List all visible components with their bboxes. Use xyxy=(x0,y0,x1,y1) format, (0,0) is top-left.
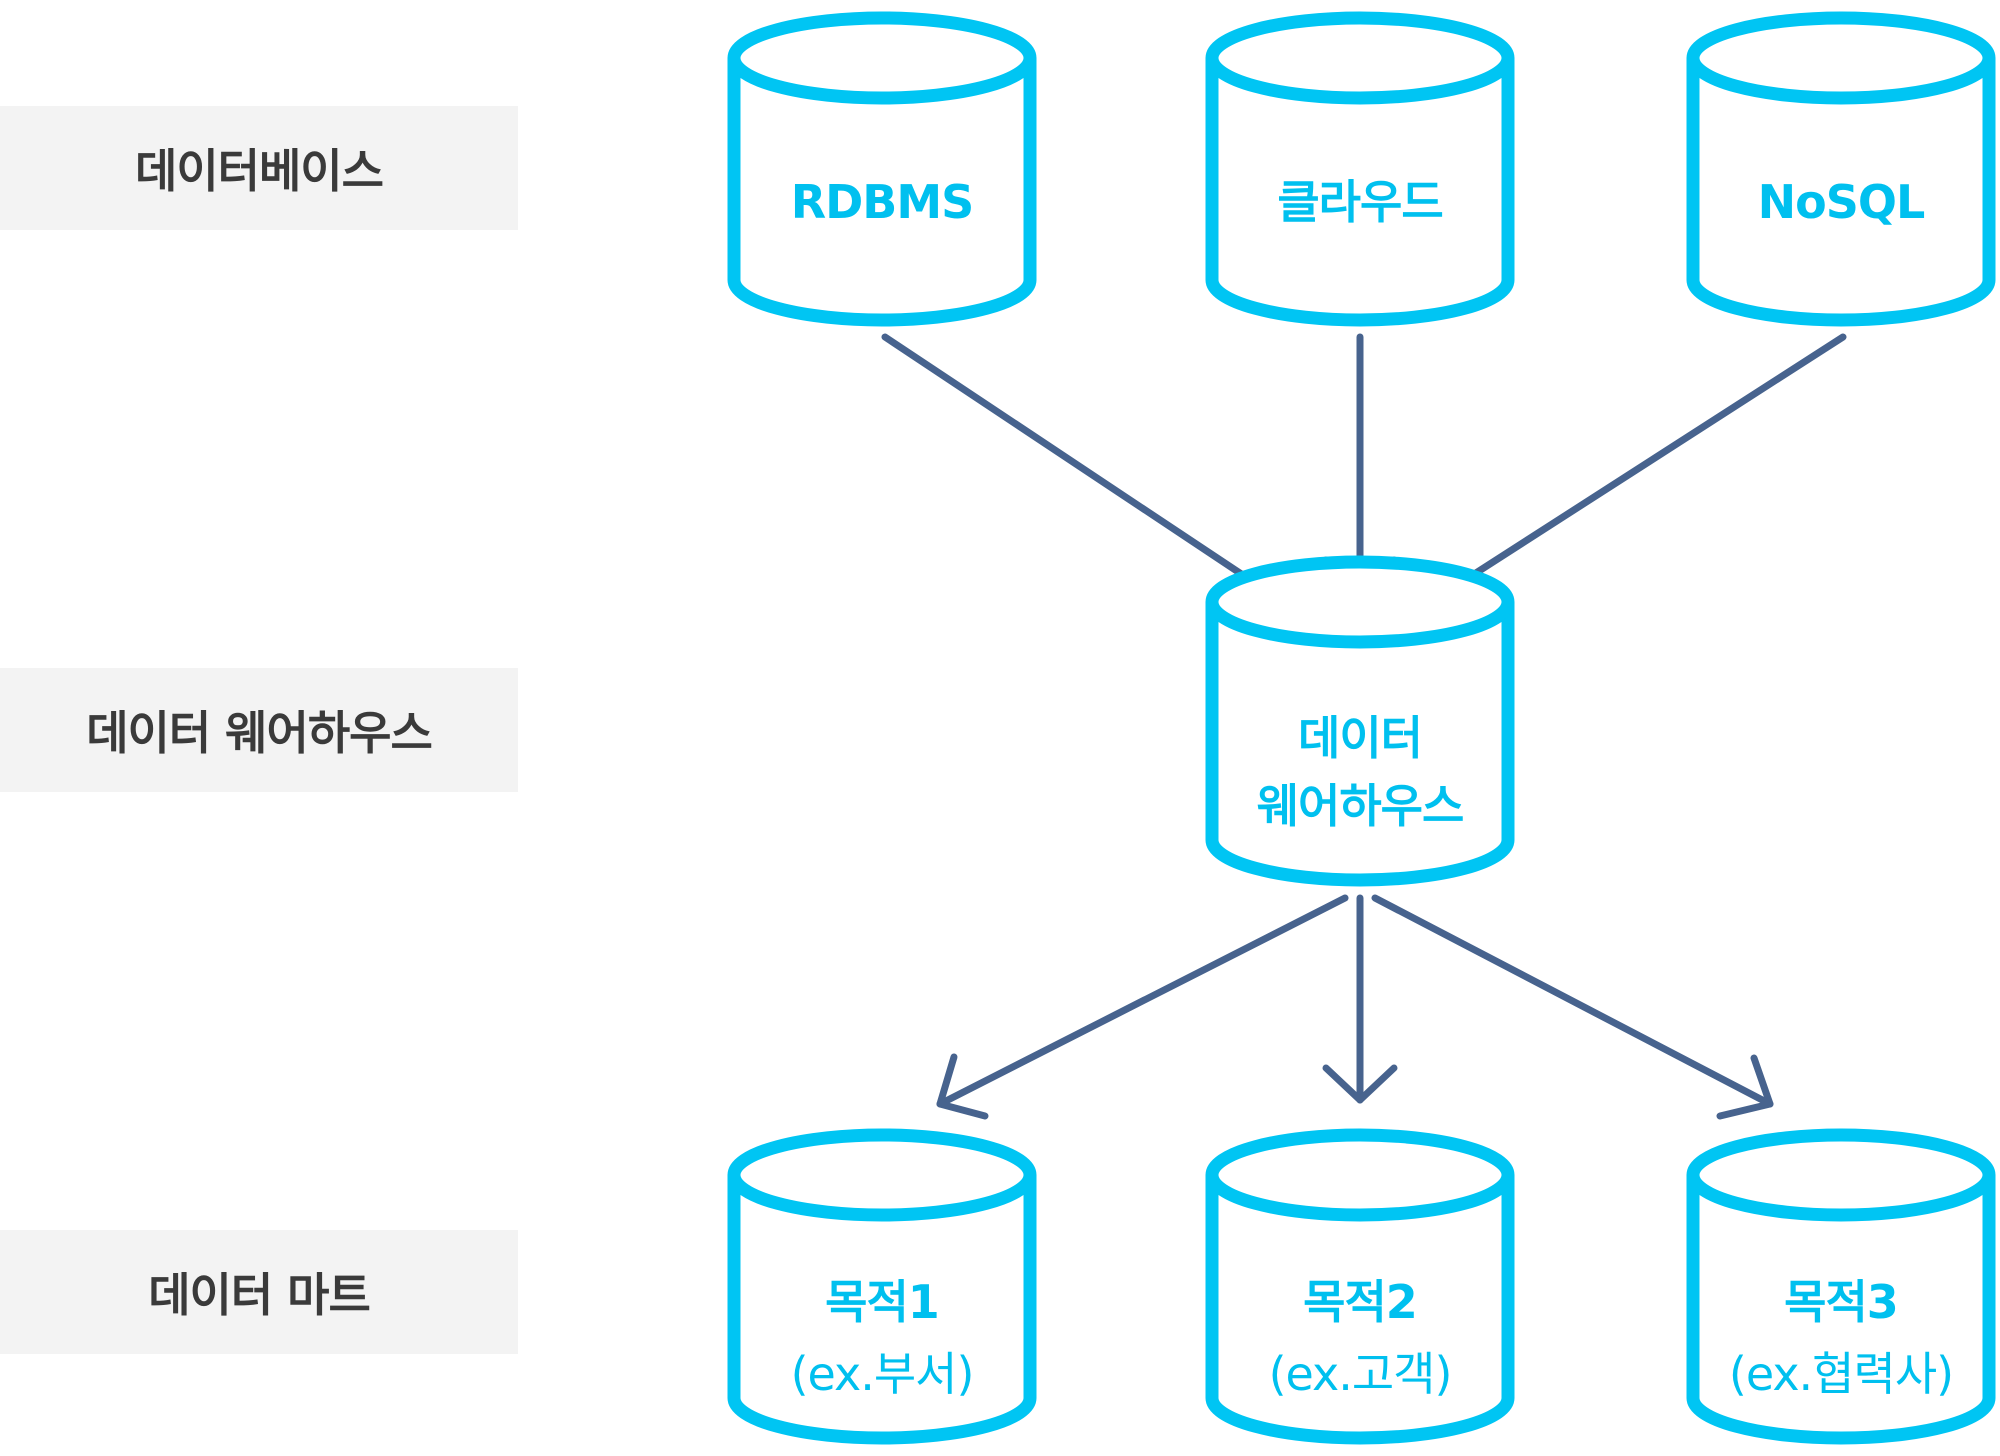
cylinder-mart3-title: 목적3 xyxy=(1784,1275,1898,1329)
row-label-mart: 데이터 마트 xyxy=(0,1230,518,1354)
cylinder-mart2: 목적2 (ex.고객) xyxy=(1205,1128,1515,1445)
arrow-warehouse-to-mart1 xyxy=(936,894,1349,1120)
cylinder-rdbms: RDBMS xyxy=(727,11,1037,327)
cylinder-cloud: 클라우드 xyxy=(1205,11,1515,327)
cylinder-mart3: 목적3 (ex.협력사) xyxy=(1686,1128,1996,1445)
row-label-warehouse: 데이터 웨어하우스 xyxy=(0,668,518,792)
cylinder-mart2-title: 목적2 xyxy=(1303,1275,1417,1329)
arrow-warehouse-to-mart3 xyxy=(1371,894,1774,1120)
cylinder-mart2-sub: (ex.고객) xyxy=(1269,1347,1452,1401)
cylinder-mart1-sub: (ex.부서) xyxy=(791,1347,974,1401)
arrow-cloud-to-warehouse xyxy=(1322,333,1398,596)
cylinder-warehouse-line2: 웨어하우스 xyxy=(1257,779,1464,833)
cylinder-rdbms-label: RDBMS xyxy=(791,175,974,229)
row-label-database-text: 데이터베이스 xyxy=(135,144,384,198)
row-label-warehouse-text: 데이터 웨어하우스 xyxy=(86,706,433,760)
row-label-database: 데이터베이스 xyxy=(0,106,518,230)
arrow-warehouse-to-mart2 xyxy=(1322,894,1398,1104)
cylinder-cloud-label: 클라우드 xyxy=(1277,175,1442,229)
cylinder-nosql-label: NoSQL xyxy=(1758,175,1925,229)
cylinder-nosql: NoSQL xyxy=(1686,11,1996,327)
cylinder-mart1-title: 목적1 xyxy=(825,1275,939,1329)
cylinder-mart3-sub: (ex.협력사) xyxy=(1729,1347,1953,1401)
row-label-mart-text: 데이터 마트 xyxy=(148,1268,371,1322)
cylinder-mart1: 목적1 (ex.부서) xyxy=(727,1128,1037,1445)
cylinder-warehouse-line1: 데이터 xyxy=(1298,711,1422,765)
cylinder-warehouse: 데이터 웨어하우스 xyxy=(1205,555,1515,887)
